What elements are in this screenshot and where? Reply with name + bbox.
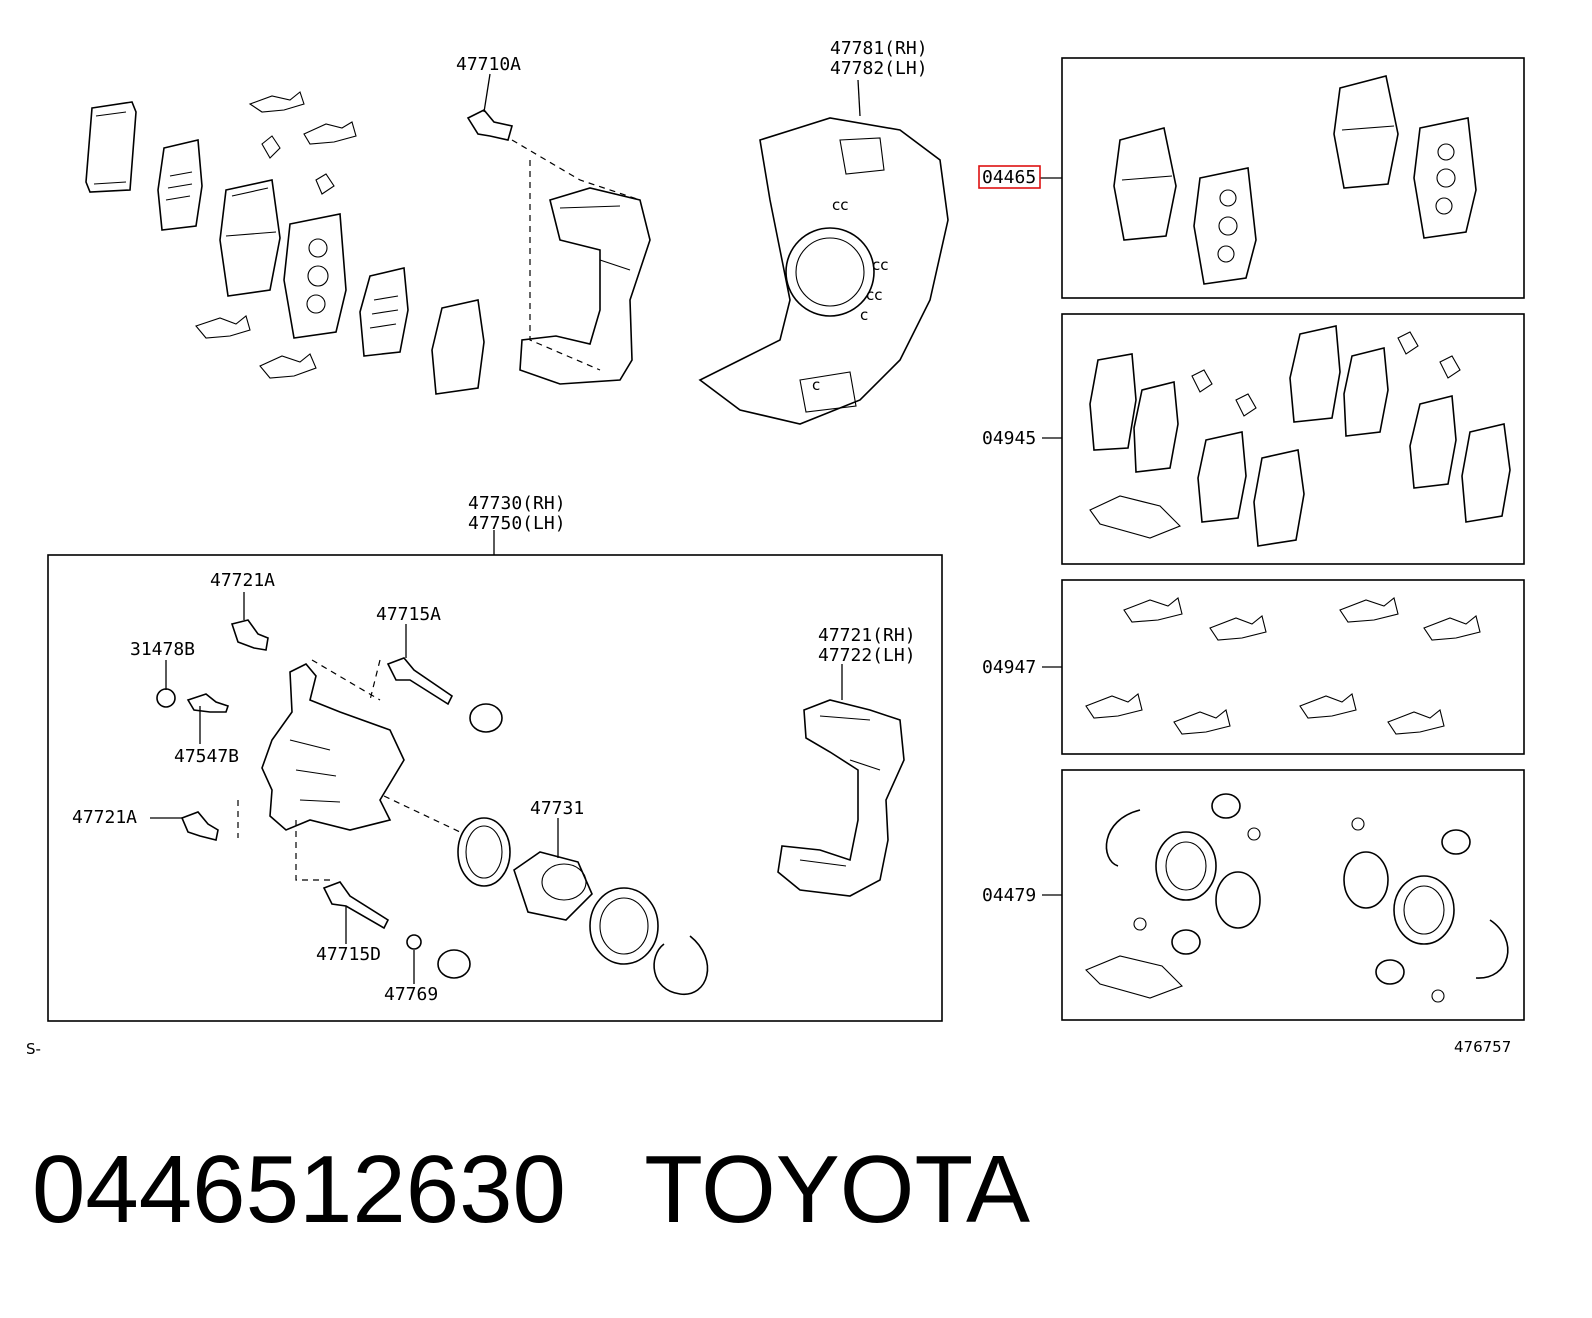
part-number-footer: 0446512630 TOYOTA	[32, 1140, 1030, 1240]
label-04465: 04465	[982, 167, 1036, 188]
label-47731: 47731	[530, 798, 584, 819]
label-04947: 04947	[982, 657, 1036, 678]
svg-text:c: c	[860, 306, 868, 324]
label-47722-lh: 47722(LH)	[818, 645, 916, 666]
kit-box-pads	[1061, 57, 1525, 299]
label-04945: 04945	[982, 428, 1036, 449]
caliper-box	[47, 530, 943, 1022]
label-47769: 47769	[384, 984, 438, 1005]
label-47710A: 47710A	[456, 54, 521, 75]
label-47781-rh: 47781(RH)	[830, 38, 928, 59]
highlight-box	[978, 165, 1041, 189]
label-47750-lh: 47750(LH)	[468, 513, 566, 534]
label-47782-lh: 47782(LH)	[830, 58, 928, 79]
svg-text:cc: cc	[872, 256, 889, 274]
svg-text:c: c	[812, 376, 820, 394]
kit-box-clips	[1061, 579, 1525, 755]
label-47715D: 47715D	[316, 944, 381, 965]
label-47721-rh: 47721(RH)	[818, 625, 916, 646]
dust-cover-group: cc cc cc c c	[698, 117, 949, 425]
kit-box-cylinder	[1061, 769, 1525, 1021]
label-04479: 04479	[982, 885, 1036, 906]
pad-shim-exploded-group	[85, 91, 485, 395]
kit-box-shims	[1061, 313, 1525, 565]
svg-text:cc: cc	[866, 286, 883, 304]
brand-name: TOYOTA	[644, 1136, 1031, 1243]
label-31478B: 31478B	[130, 639, 195, 660]
part-number: 0446512630	[32, 1136, 566, 1243]
label-47547B: 47547B	[174, 746, 239, 767]
corner-code-left: S-	[26, 1040, 41, 1058]
bracket-bolt-group	[466, 109, 651, 385]
label-47715A: 47715A	[376, 604, 441, 625]
label-47721A-top: 47721A	[210, 570, 275, 591]
svg-text:cc: cc	[832, 196, 849, 214]
corner-code-right: 476757	[1454, 1038, 1511, 1056]
label-47721A-left: 47721A	[72, 807, 137, 828]
label-47730-rh: 47730(RH)	[468, 493, 566, 514]
